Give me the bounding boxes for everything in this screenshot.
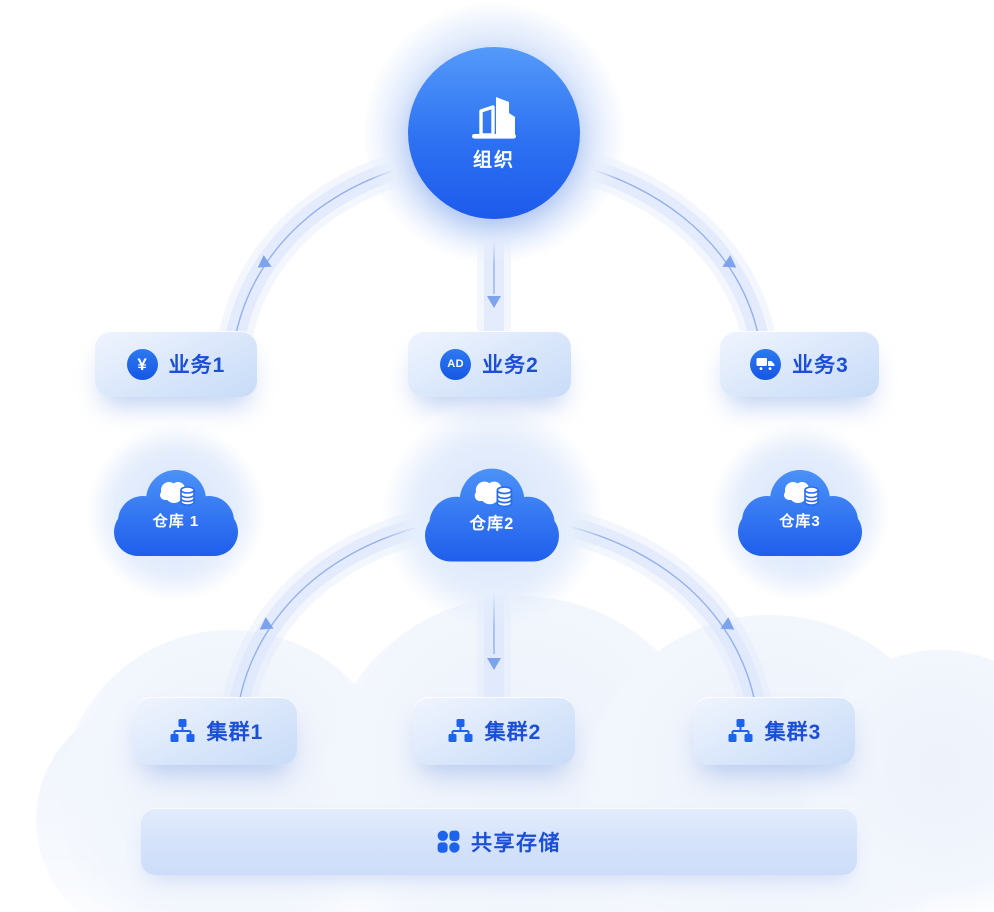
cluster-label: 集群1 xyxy=(206,721,264,744)
business-label: 业务2 xyxy=(482,354,539,377)
warehouse-node-1: 仓库 1 xyxy=(106,464,246,560)
cluster-topology-icon xyxy=(448,719,473,742)
warehouse-node-2: 仓库2 xyxy=(416,462,567,566)
shared-storage-icon xyxy=(437,830,460,853)
organization-label: 组织 xyxy=(472,149,515,171)
cluster-label: 集群2 xyxy=(484,721,542,744)
arrowhead-icon xyxy=(257,255,737,670)
business-label: 业务3 xyxy=(792,354,849,377)
organization-node: 组织 xyxy=(408,47,580,219)
shared-storage-bar: 共享存储 xyxy=(141,808,857,875)
warehouse-label: 仓库3 xyxy=(779,513,821,530)
cluster-topology-icon xyxy=(170,719,195,742)
cluster-topology-icon xyxy=(728,719,753,742)
cloud-database-icon xyxy=(160,482,195,506)
cluster-card-2: 集群2 xyxy=(413,697,575,765)
cloud-database-icon xyxy=(784,482,819,506)
ad-icon: AD xyxy=(440,348,472,380)
cluster-card-1: 集群1 xyxy=(135,697,297,765)
warehouse-node-3: 仓库3 xyxy=(730,464,870,560)
business-card-1: ¥ 业务1 xyxy=(95,331,257,397)
warehouse-label: 仓库 1 xyxy=(152,513,200,530)
business-card-3: 业务3 xyxy=(720,331,879,397)
shared-storage-label: 共享存储 xyxy=(471,831,561,855)
building-icon xyxy=(472,96,516,139)
warehouse-label: 仓库2 xyxy=(469,515,515,534)
cloud-shape xyxy=(114,470,238,556)
cluster-label: 集群3 xyxy=(764,721,822,744)
cluster-card-3: 集群3 xyxy=(693,697,855,765)
yuan-icon: ¥ xyxy=(126,348,158,380)
cloud-database-icon xyxy=(474,481,513,508)
business-label: 业务1 xyxy=(168,354,226,377)
business-card-2: AD 业务2 xyxy=(408,331,571,397)
truck-icon xyxy=(750,348,782,380)
